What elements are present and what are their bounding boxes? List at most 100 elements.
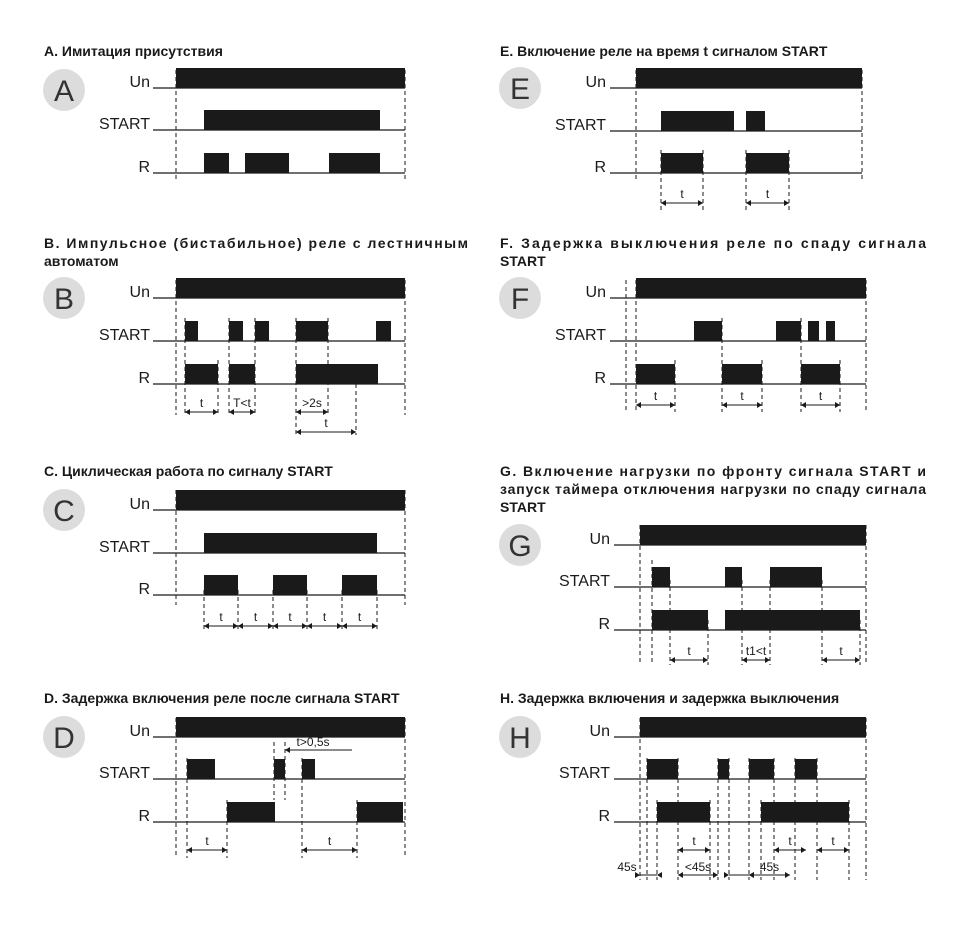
arrowhead [785,872,790,878]
arrowhead [678,847,683,853]
relay-pulse [761,802,849,822]
relay-pulse [273,575,307,595]
panel-title: запуск таймера отключения нагрузки по сп… [500,481,926,497]
arrowhead [238,623,243,629]
arrowhead [822,657,827,663]
panel-title: E. Включение реле на время t сигналом ST… [500,43,828,59]
panel-letter: F [511,283,529,316]
signal-label-un: Un [590,723,610,740]
arrowhead [657,872,662,878]
un-pulse [636,68,862,88]
interval-label: t [766,187,770,201]
panel-letter: B [54,283,74,316]
arrowhead [351,429,356,435]
arrowhead [801,847,806,853]
panel-title: START [500,499,546,515]
signal-label-start: START [99,116,150,133]
start-pulse [661,111,734,131]
signal-label-start: START [99,327,150,344]
un-pulse [176,717,405,737]
arrowhead [268,623,273,629]
arrowhead [342,623,347,629]
start-pulse [776,321,801,341]
panel-letter-badge [499,67,541,109]
panel-title: A. Имитация присутствия [44,43,223,59]
interval-label: t1<t [746,644,767,658]
arrowhead [855,657,860,663]
panel-title: D. Задержка включения реле после сигнала… [44,690,400,706]
panel-letter: G [508,530,531,563]
arrowhead [703,657,708,663]
interval-label: t [323,610,327,624]
panel-title: автоматом [44,253,119,269]
relay-pulse [227,802,275,822]
interval-label: t [788,834,792,848]
arrowhead [372,623,377,629]
relay-pulse [746,153,789,173]
relay-pulse [657,802,710,822]
interval-label: t [254,610,258,624]
arrowhead [661,200,666,206]
arrowhead [323,409,328,415]
start-pulse [652,567,670,587]
diagram-panel-b: B. Импульсное (бистабильное) реле с лест… [43,235,468,435]
arrowhead [296,409,301,415]
relay-pulse [722,364,762,384]
un-pulse [176,490,405,510]
signal-label-start: START [559,573,610,590]
relay-pulse [652,610,708,630]
panel-letter-badge [43,69,85,111]
relay-pulse [342,575,377,595]
relay-pulse [801,364,840,384]
relay-pulse [636,364,675,384]
panel-letter: C [53,495,75,528]
arrowhead [784,200,789,206]
arrowhead [722,402,727,408]
signal-label-un: Un [586,74,606,91]
start-pulse [647,759,678,779]
panel-title: B. Импульсное (бистабильное) реле с лест… [44,235,468,251]
interval-label: <45s [685,860,711,874]
arrowhead [724,872,729,878]
panel-title: C. Циклическая работа по сигналу START [44,463,333,479]
interval-label: t>0,5s [296,735,329,749]
signal-label-start: START [559,765,610,782]
arrowhead [213,409,218,415]
start-pulse [302,759,315,779]
signal-label-r: R [594,159,606,176]
panel-letter: H [509,722,531,755]
start-pulse [255,321,269,341]
interval-label: t [740,389,744,403]
arrowhead [713,872,718,878]
arrowhead [670,657,675,663]
signal-label-r: R [594,370,606,387]
arrowhead [742,657,747,663]
diagram-panel-h: H. Задержка включения и задержка выключе… [499,690,867,880]
diagram-panel-f: F. Задержка выключения реле по спаду сиг… [499,235,926,412]
arrowhead [817,847,822,853]
arrowhead [185,409,190,415]
arrowhead [835,402,840,408]
arrowhead [749,872,754,878]
panel-title: F. Задержка выключения реле по спаду сиг… [500,235,926,251]
arrowhead [250,409,255,415]
relay-pulse [245,153,289,173]
signal-label-r: R [138,808,150,825]
relay-pulse [296,364,378,384]
panel-letter: D [53,722,75,755]
interval-label: >2s [302,396,322,410]
start-pulse [718,759,729,779]
diagram-panel-e: E. Включение реле на время t сигналом ST… [499,43,863,210]
interval-label: T<t [233,396,251,410]
relay-pulse [185,364,218,384]
arrowhead [698,200,703,206]
signal-label-r: R [138,159,150,176]
arrowhead [307,623,312,629]
arrowhead [222,847,227,853]
panel-letter: E [510,73,530,106]
un-pulse [176,68,405,88]
panel-title: G. Включение нагрузки по фронту сигнала … [500,463,926,479]
interval-label: t [839,644,843,658]
arrowhead [705,847,710,853]
